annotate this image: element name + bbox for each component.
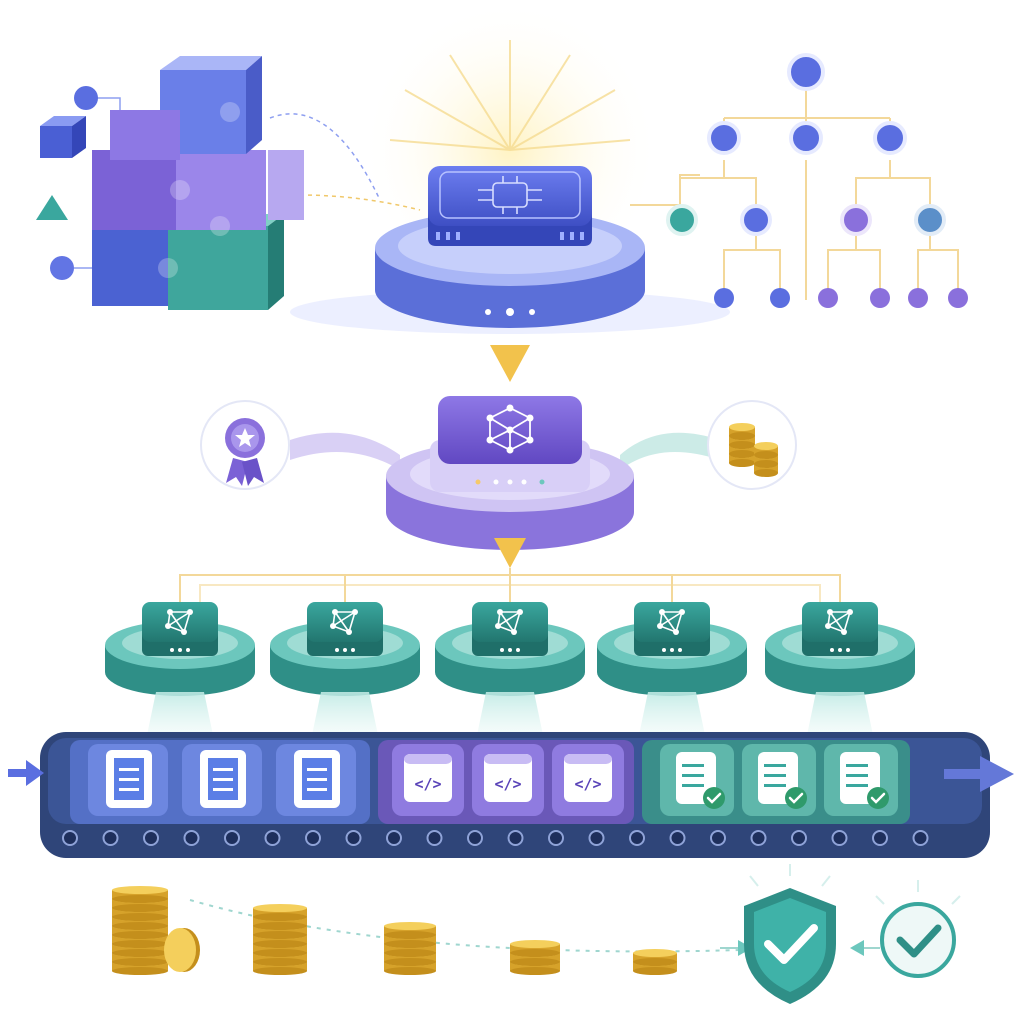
verified-document-icon <box>742 744 816 816</box>
cost-coin-stacks <box>112 886 677 975</box>
verified-document-icon <box>824 744 898 816</box>
puzzle-blocks <box>36 56 421 310</box>
light-beam <box>476 692 544 740</box>
document-icon <box>182 744 262 816</box>
coin-stack <box>633 949 677 975</box>
coin-stack <box>754 442 778 477</box>
code-glyph: </> <box>574 775 601 793</box>
document-icon <box>276 744 356 816</box>
roller <box>386 830 402 846</box>
coin-stack <box>253 904 307 975</box>
worker-node <box>105 602 255 740</box>
code-icon: </> <box>472 744 544 816</box>
roller <box>872 830 888 846</box>
roller <box>548 830 564 846</box>
award-ribbon-badge <box>200 400 290 490</box>
roller <box>102 830 119 846</box>
network-icon <box>330 609 358 635</box>
document-icon <box>88 744 168 816</box>
roller <box>912 830 929 846</box>
distribution-lines <box>179 568 841 605</box>
hierarchy-tree <box>630 53 968 308</box>
code-glyph: </> <box>494 775 521 793</box>
code-glyph: </> <box>414 775 441 793</box>
worker-nodes <box>105 602 915 740</box>
roller <box>264 830 281 846</box>
coin-stack <box>729 423 755 467</box>
coin-stack-badge <box>707 400 797 490</box>
roller <box>669 830 686 846</box>
network-hub-chip <box>430 396 590 492</box>
roller <box>507 830 524 846</box>
coin-stack <box>112 886 168 975</box>
check-badge-icon <box>850 880 961 978</box>
roller <box>183 830 200 846</box>
network-icon <box>165 609 193 635</box>
light-beam <box>311 692 379 740</box>
worker-node <box>435 602 585 740</box>
arrow-down-icon <box>490 345 530 382</box>
input-arrow-icon <box>8 760 44 786</box>
light-beam <box>806 692 874 740</box>
light-beam <box>638 692 706 740</box>
roller <box>791 830 807 846</box>
coin-stack <box>510 940 560 975</box>
roller <box>588 830 605 846</box>
roller <box>710 830 726 846</box>
main-processor-chip <box>428 166 592 246</box>
roller <box>143 830 159 846</box>
verified-document-icon <box>660 744 734 816</box>
roller <box>224 830 240 846</box>
worker-node <box>270 602 420 740</box>
worker-node <box>597 602 747 740</box>
output-arrow-icon <box>944 756 1014 792</box>
roller <box>467 830 483 846</box>
roller <box>831 830 848 846</box>
network-icon <box>495 609 523 635</box>
coin <box>164 928 200 972</box>
network-icon <box>825 609 853 635</box>
roller <box>62 830 78 846</box>
arrow-down-icon <box>494 538 526 568</box>
light-beam <box>146 692 214 740</box>
roller <box>426 830 443 846</box>
code-icon: </> <box>552 744 624 816</box>
coin-stack <box>384 922 436 975</box>
code-icon: </> <box>392 744 464 816</box>
shield-check-icon <box>720 864 836 1004</box>
conveyor-items: </> </> </> <box>88 744 898 816</box>
middle-connectors <box>290 432 720 470</box>
worker-node <box>765 602 915 740</box>
roller <box>629 830 645 846</box>
roller <box>750 830 767 846</box>
network-icon <box>657 609 685 635</box>
roller <box>345 830 362 846</box>
roller <box>305 830 321 846</box>
